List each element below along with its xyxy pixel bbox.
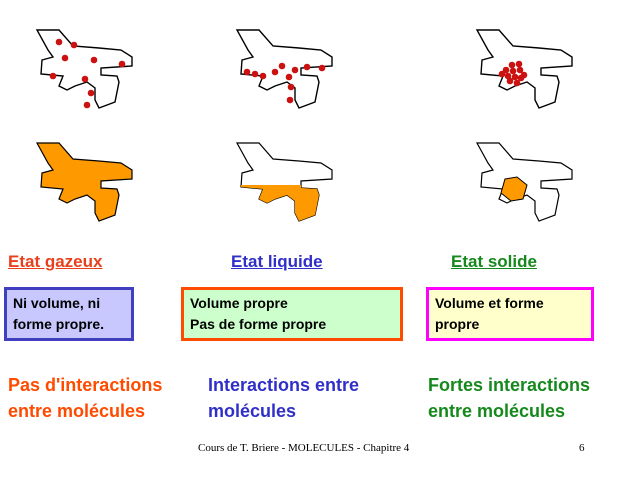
liquid-interactions: Interactions entre molécules bbox=[208, 375, 360, 421]
solid-block bbox=[500, 176, 528, 202]
gas-shape bbox=[36, 142, 133, 222]
solid-shape bbox=[476, 142, 573, 222]
states-illustration bbox=[36, 29, 573, 222]
gas-interactions: Pas d'interactions entre molécules bbox=[8, 375, 163, 421]
heading-gas: Etat gazeux bbox=[8, 252, 103, 271]
liquid-property-box: Volume propre Pas de forme propre bbox=[181, 287, 403, 341]
solid-property-text: Volume et forme propre bbox=[435, 295, 544, 332]
heading-solid: Etat solide bbox=[451, 252, 537, 271]
solid-molecules-container bbox=[476, 29, 573, 109]
liquid-shape bbox=[236, 142, 333, 222]
liquid-property-line-2: Pas de forme propre bbox=[190, 316, 327, 332]
solid-property-box: Volume et forme propre bbox=[426, 287, 594, 341]
footer-course: Cours de T. Briere - MOLECULES - Chapitr… bbox=[198, 442, 410, 454]
gas-property-box: Ni volume, ni forme propre. bbox=[4, 287, 134, 341]
footer-page-number: 6 bbox=[579, 442, 585, 454]
liquid-property-line-1: Volume propre bbox=[190, 295, 288, 311]
heading-liquid: Etat liquide bbox=[231, 252, 323, 271]
gas-molecules-container bbox=[36, 29, 133, 109]
liquid-molecules-container bbox=[236, 29, 333, 109]
solid-interactions: Fortes interactions entre molécules bbox=[428, 375, 591, 421]
gas-property-text: Ni volume, ni forme propre. bbox=[13, 295, 105, 332]
